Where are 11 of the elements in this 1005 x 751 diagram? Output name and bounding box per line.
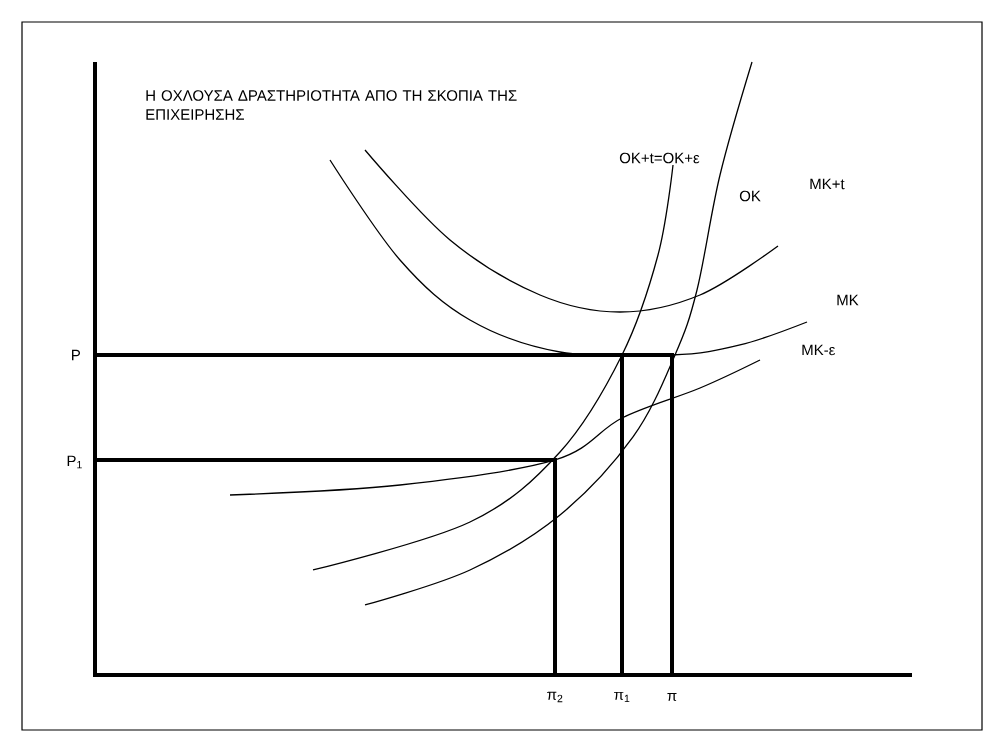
axis-label: π$_{2}$ [547,691,563,703]
curve-label: OK+t=OK+ε [619,152,700,164]
axis-label: π [667,692,677,701]
axis-label: π$_{1}$ [614,691,630,703]
title: Η ΟΧΛΟΥΣΑ ΔΡΑΣΤΗΡΙΟΤΗΤΑ ΑΠΟ ΤΗ ΣΚΟΠΙΑ ΤΗΣ ΕΠΙΧΕΙΡΗΣΗΣ [146,90,517,120]
axis-label: P$_{1}$ [67,455,82,469]
curve-label: MK+t [810,178,845,190]
curve-label: MK [837,294,859,306]
curve-label: MK-ε [802,344,836,356]
axis-label: P [72,349,80,361]
curve-label: OK [739,190,761,202]
